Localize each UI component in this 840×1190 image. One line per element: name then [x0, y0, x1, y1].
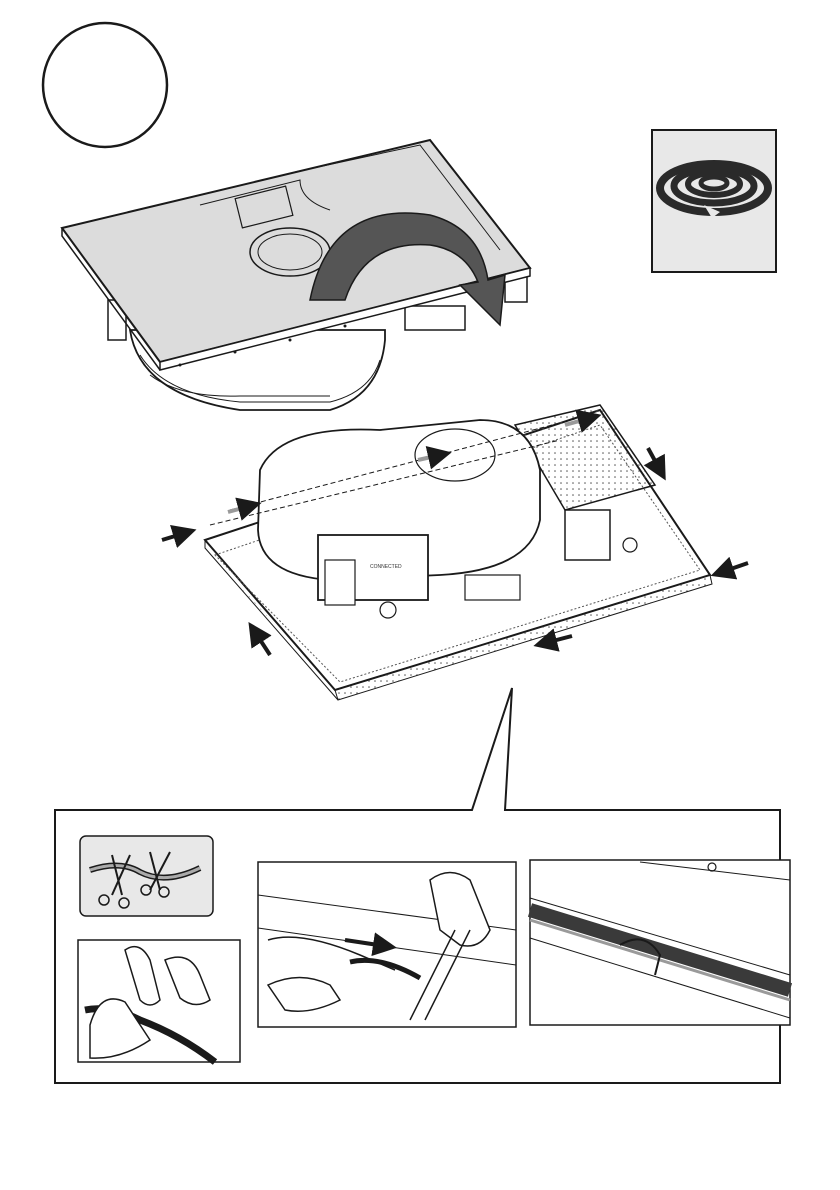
step-number-badge [43, 23, 167, 147]
hob-top-view [62, 140, 530, 410]
panel-apply-gasket [258, 862, 516, 1027]
hob-underside-view: CONNECTED [205, 405, 712, 700]
scissors-icon [80, 836, 213, 916]
sealing-tape-roll-icon [652, 130, 776, 272]
duct-label: CONNECTED [370, 564, 402, 570]
panel-gasket-joint [530, 860, 790, 1025]
panel-press-gasket [78, 940, 240, 1062]
